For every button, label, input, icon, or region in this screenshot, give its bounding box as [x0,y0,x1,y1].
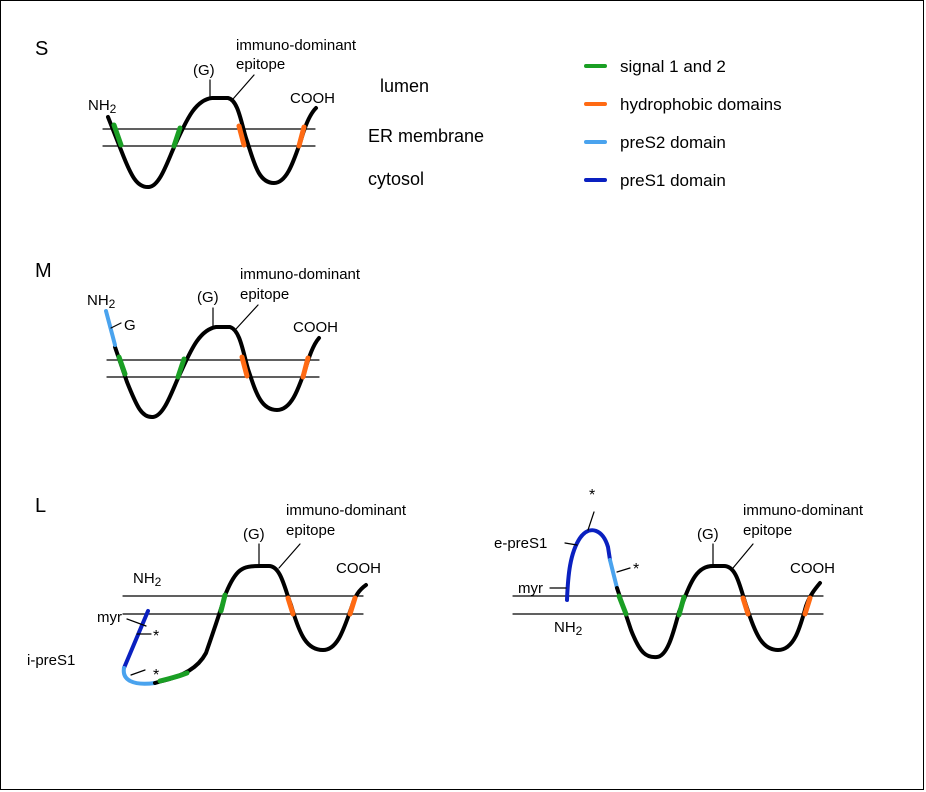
l-left-epitope-label-line1: immuno-dominant [286,502,407,519]
l-right-star-side: * [633,561,639,578]
m-signal-1-segment [116,354,128,377]
compartment-lumen-label: lumen [380,76,429,96]
panel-l-right [512,511,824,660]
l-left-epitope-label-line2: epitope [286,522,335,539]
l-right-nh2-label: NH2 [554,619,583,638]
l-right-epres1-label: e-preS1 [494,535,547,552]
l-left-epitope-pointer [278,543,301,569]
legend-swatches [584,64,607,182]
l-left-cooh-label: COOH [336,560,381,577]
legend-label-pres2: preS2 domain [620,133,726,152]
l-left-glyco-label: (G) [243,526,265,543]
l-right-epres1-pointer [564,542,578,546]
panel-letter-m: M [35,260,52,282]
l-right-hydrophobic-1-segment [740,595,751,617]
m-protein-chain [113,325,321,420]
s-signal-1-segment [111,122,124,148]
compartment-membrane-label: ER membrane [368,126,484,146]
l-right-myr-label: myr [518,580,543,597]
l-left-star-1: * [153,628,159,645]
l-right-pres2-segment [608,558,619,590]
l-right-cooh-label: COOH [790,560,835,577]
legend-label-signal: signal 1 and 2 [620,57,726,76]
s-epitope-pointer [232,74,255,100]
m-g-label: G [124,317,136,334]
l-left-star-2: * [153,667,159,684]
s-epitope-label-line2: epitope [236,56,285,73]
l-left-chain [153,564,368,685]
m-nh2-label: NH2 [87,292,116,311]
m-hydrophobic-1-segment [239,354,250,379]
l-right-epitope-label-line2: epitope [743,522,792,539]
legend-label-pres1: preS1 domain [620,171,726,190]
m-epitope-label-line2: epitope [240,286,289,303]
panel-letter-s: S [35,38,48,60]
s-protein-chain [106,96,318,189]
l-left-pres1-label: i-preS1 [27,652,75,669]
s-hydrophobic-2-segment [296,124,307,149]
m-epitope-label-line1: immuno-dominant [240,266,361,283]
s-nh2-label: NH2 [88,97,117,116]
l-right-glyco-label: (G) [697,526,719,543]
s-cooh-label: COOH [290,90,335,107]
s-hydrophobic-1-segment [236,123,247,148]
l-left-myr-pointer [126,618,147,627]
l-right-chain [615,564,822,660]
panel-l-left [121,543,368,686]
l-left-pres2-segment [121,666,157,686]
s-signal-2-segment [171,125,183,149]
l-left-nh2-label: NH2 [133,570,162,589]
l-right-hydrophobic-2-segment [802,595,813,617]
m-hydrophobic-2-segment [300,355,311,380]
panel-m [104,304,321,420]
l-left-hydrophobic-2-segment [347,595,358,617]
l-right-star-pointer-top [587,511,595,531]
l-left-signal-2-segment [218,592,228,614]
m-cooh-label: COOH [293,319,338,336]
l-left-myr-label: myr [97,609,122,626]
l-left-pres1-segment [122,609,150,670]
compartment-cytosol-label: cytosol [368,169,424,189]
m-signal-2-segment [175,356,187,380]
m-epitope-pointer [235,304,259,330]
l-right-pres1-segment [565,528,612,602]
panel-s [102,74,318,189]
m-glyco-label: (G) [197,289,219,306]
l-right-star-pointer-side [616,567,631,573]
l-left-hydrophobic-1-segment [285,595,296,617]
l-right-signal-2-segment [676,594,687,618]
s-epitope-label-line1: immuno-dominant [236,37,357,54]
l-right-epitope-label-line1: immuno-dominant [743,502,864,519]
panel-letter-l: L [35,495,46,517]
l-left-signal-1-segment [157,670,190,684]
l-right-signal-1-segment [616,593,629,617]
m-g-pointer [110,322,122,329]
l-right-epitope-pointer [732,543,754,569]
l-right-star-top: * [589,487,595,504]
l-left-star-pointer-2 [130,669,146,676]
s-glyco-label: (G) [193,62,215,79]
legend-label-hydrophobic: hydrophobic domains [620,95,782,114]
